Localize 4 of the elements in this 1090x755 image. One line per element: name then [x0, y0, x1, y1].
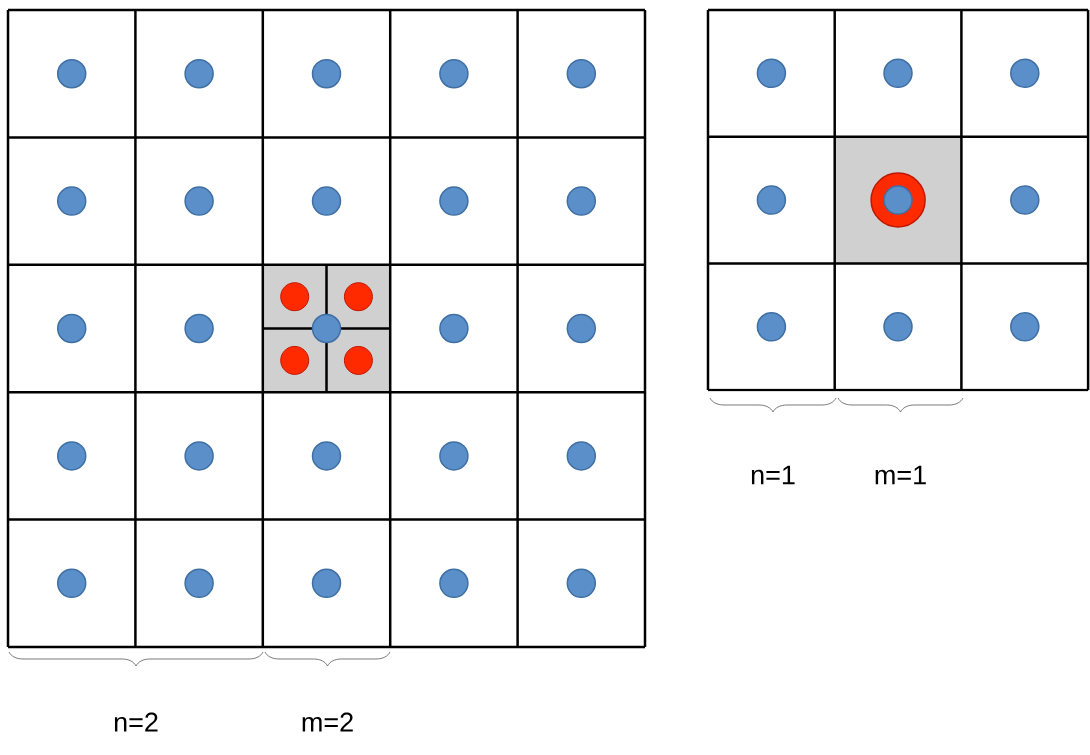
brace-label: m=2	[302, 712, 353, 732]
brace-label: m=1	[875, 465, 926, 485]
brace-label: n=1	[751, 465, 795, 485]
brace-label: n=2	[114, 712, 158, 732]
